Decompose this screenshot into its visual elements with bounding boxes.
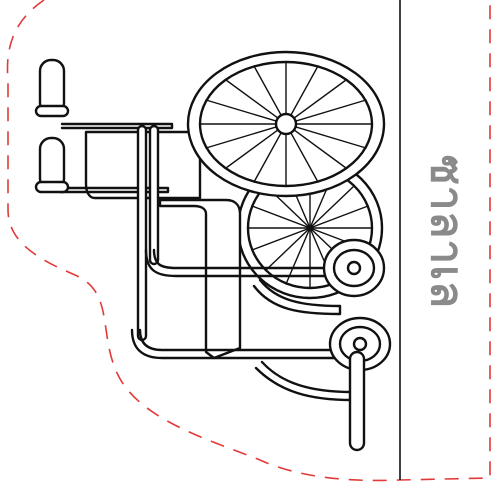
cut-line (6, 0, 491, 482)
card-label: ซาลาเล (421, 154, 472, 310)
wheelchair-icon (34, 50, 392, 452)
